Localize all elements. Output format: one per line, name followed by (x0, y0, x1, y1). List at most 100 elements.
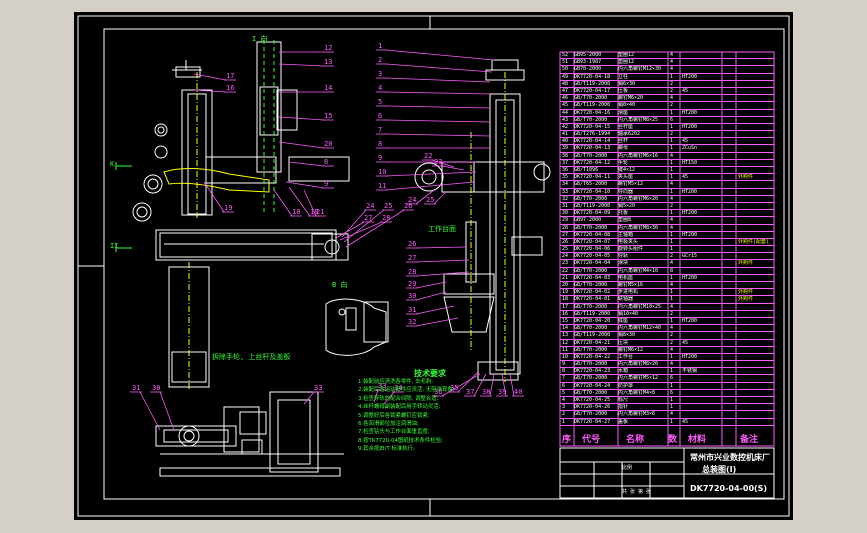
bom-cell: 指针 (618, 404, 629, 411)
bom-cell: 内六角螺钉M12×30 (618, 66, 662, 73)
title-block-frame (559, 447, 775, 499)
part-callout: 6 (378, 112, 383, 120)
bom-cell: 2 (670, 253, 674, 260)
leader-line (415, 259, 470, 263)
bom-cell: 4 (670, 95, 674, 102)
part-callout: 10 (378, 168, 387, 176)
part-callout: 9 (378, 154, 383, 162)
tech-requirements: 1.装配前应清洗各零件, 去毛刺;2.装配后各运动部件应灵活, 无阻滞现象;3.… (358, 378, 568, 454)
leader-line (385, 77, 491, 83)
bom-cell: 1 (670, 368, 674, 375)
part-callout: 34 (394, 384, 403, 392)
bom-cell: 螺钉M5×12 (618, 181, 644, 188)
leader-line (288, 161, 325, 167)
bom-cell: DK7720-04-07 (574, 238, 611, 245)
bom-cell: 内六角螺钉M5×12 (618, 375, 659, 382)
bom-cell: 44 (562, 109, 569, 116)
bom-cell: 内六角螺钉M8×20 (618, 361, 659, 368)
bom-cell: GB/T70-2000 (574, 282, 608, 288)
bom-cell: 43 (562, 116, 569, 123)
leader-line (139, 391, 161, 431)
bom-cell: 42 (562, 123, 569, 130)
bom-cell: 1 (670, 231, 674, 238)
leader-line (415, 317, 459, 327)
bom-cell: 16 (562, 310, 569, 317)
leader-line (385, 63, 493, 73)
bom-cell: HT200 (682, 188, 698, 195)
bom-cell: DK7720-04-17 (574, 87, 611, 94)
leader-line (457, 371, 479, 393)
bom-cell: 丝杆座 (618, 123, 634, 130)
bom-cell: 19 (562, 289, 569, 296)
bom-cell: 33 (562, 188, 569, 195)
tech-requirement-item: 6.各润滑部位加注润滑油; (358, 421, 419, 428)
bom-cell: 10 (562, 353, 569, 360)
bom-cell: 23 (562, 260, 569, 267)
leader-line (278, 116, 325, 121)
part-callout: 15 (324, 112, 333, 120)
leader-line (433, 191, 447, 205)
leader-lines (130, 49, 524, 431)
bom-cell: GB95-2000 (574, 52, 602, 58)
tech-requirement-item: 2.装配后各运动部件应灵活, 无阻滞现象; (358, 387, 455, 394)
bom-cell: DK7720-04-15 (574, 123, 611, 130)
company-name: 常州市兴业数控机床厂 (690, 453, 770, 462)
bom-cell: 50 (562, 66, 569, 73)
bom-cell: GB/T65-2000 (574, 181, 608, 188)
bom-cell: 2 (670, 102, 674, 109)
part-callout: 10 (292, 208, 301, 216)
bom-cell: DK7720-04-14 (574, 138, 611, 145)
bom-cell: 1 (670, 238, 674, 245)
bom-cell: 4 (670, 411, 674, 418)
leader-line (415, 291, 447, 301)
drawing-number: DK7720-04-00(S) (690, 484, 768, 493)
drawing-name: 总装图(I) (702, 465, 737, 474)
leader-line (203, 181, 225, 213)
part-callout: 23 (434, 158, 443, 166)
bom-cell: 2 (670, 87, 674, 94)
bom-cell: 1 (670, 289, 674, 296)
bom-cell: 35 (562, 174, 569, 181)
bom-cell: 4 (670, 346, 674, 353)
bom-cell: 1 (670, 404, 674, 411)
bom-cell: 39 (562, 145, 569, 152)
part-callout: 32 (408, 318, 417, 326)
leader-line (303, 391, 315, 405)
bom-cell: 2 (562, 411, 566, 418)
bom-cell: 内六角螺钉M3×6 (618, 411, 656, 418)
leader-line (303, 189, 317, 217)
leader-line (285, 181, 325, 189)
bom-cell: 2 (670, 131, 674, 138)
leader-line (385, 171, 477, 177)
bom-cell: DK7720-04-06 (574, 246, 611, 253)
bom-header-row: 序 代号 名称 数 材料 备注 (560, 432, 774, 446)
bom-cell: 24 (562, 253, 569, 260)
leader-line (415, 189, 435, 205)
bom-cell: 内六角螺钉M6×20 (618, 195, 659, 202)
bom-cell: 2 (670, 202, 674, 209)
bom-header-no: 序 (562, 435, 572, 445)
part-callout: 26 (404, 202, 413, 210)
bom-cell: 27 (562, 231, 569, 238)
bom-cell: 51 (562, 59, 569, 66)
part-callout: 25 (426, 196, 435, 204)
part-callout: 18 (310, 208, 319, 216)
bom-cell: 工作台 (618, 353, 634, 360)
bom-cell: 4 (670, 217, 674, 224)
bom-cell: 轴承6202 (618, 131, 641, 138)
bom-cell: 外购件 (738, 296, 754, 303)
